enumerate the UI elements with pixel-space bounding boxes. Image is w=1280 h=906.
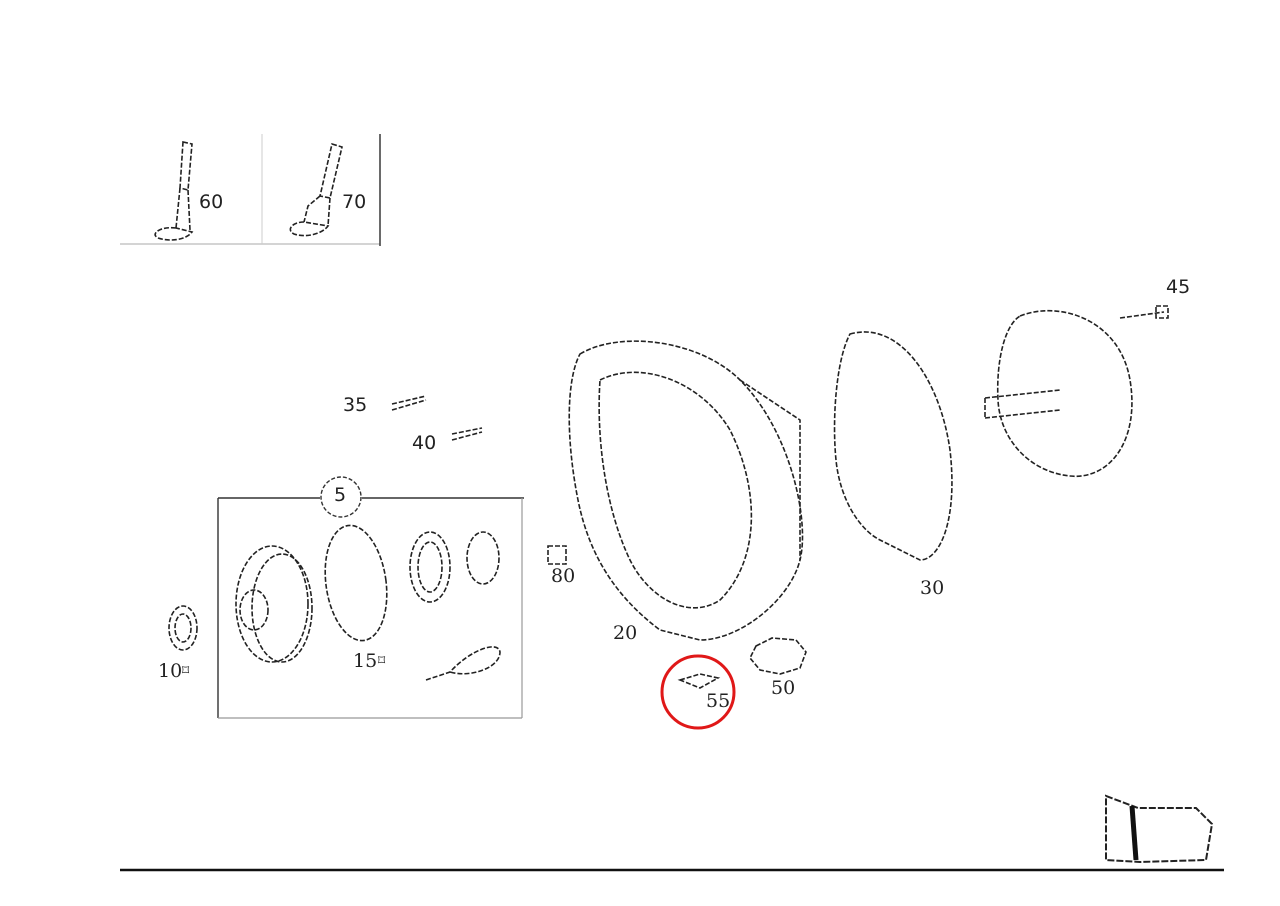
part-15-o-ring <box>324 524 388 642</box>
label-35: 35 <box>343 394 368 416</box>
label-40: 40 <box>412 432 437 454</box>
gear-ring <box>466 531 500 585</box>
label-80: 80 <box>551 565 576 587</box>
cable-tie <box>425 646 501 681</box>
label-20: 20 <box>613 622 638 644</box>
part-40-bolt <box>451 427 483 441</box>
part-45-cover <box>984 305 1169 477</box>
part-60-lever <box>154 141 194 241</box>
part-35-bolt <box>391 395 427 411</box>
marker-10-icon: ⌑ <box>182 663 190 679</box>
bearing-ring <box>409 531 451 603</box>
part-10-seal <box>168 605 198 651</box>
group-5-box <box>217 476 524 719</box>
part-20-housing <box>547 340 804 641</box>
label-group-5: 5 <box>334 484 347 506</box>
part-30-valve-plate <box>833 331 953 561</box>
label-55: 55 <box>706 690 731 712</box>
label-30: 30 <box>920 577 945 599</box>
label-60: 60 <box>199 191 224 213</box>
label-15: 15 <box>353 650 378 672</box>
bearing-ring-inner <box>417 541 443 593</box>
part-55-gasket <box>677 673 721 689</box>
label-50: 50 <box>771 677 796 699</box>
label-70: 70 <box>342 191 367 213</box>
transmission-thumbnail <box>1105 794 1214 864</box>
label-45: 45 <box>1166 276 1191 298</box>
highlight-circle-55 <box>660 654 736 730</box>
pump-housing <box>235 545 313 663</box>
part-70-lever <box>289 142 343 237</box>
marker-15-icon: ⌑ <box>378 653 386 669</box>
part-50-cap <box>749 637 807 675</box>
label-10: 10 <box>158 660 183 682</box>
inset-panel <box>120 134 381 246</box>
